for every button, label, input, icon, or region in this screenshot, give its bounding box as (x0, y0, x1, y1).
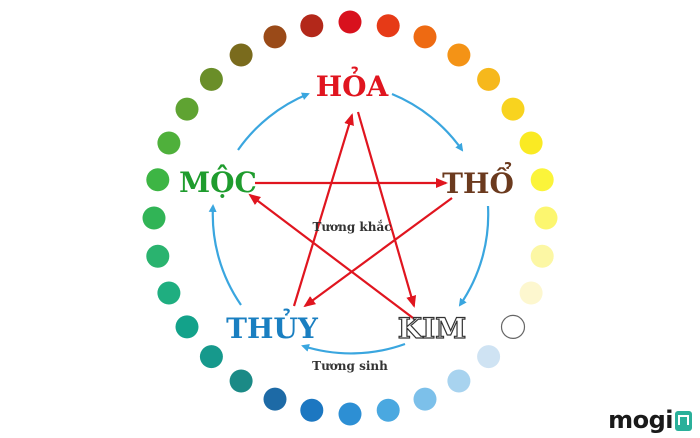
arrow-metal-to-water (301, 342, 406, 355)
ring-dot (530, 244, 554, 268)
ring-dot (146, 168, 170, 192)
arrow-metal-to-wood (248, 193, 414, 319)
arrow-wood-to-fire (237, 92, 310, 151)
ring-dot (157, 281, 181, 305)
element-metal-label: KIM (398, 312, 466, 345)
ring-dot (376, 14, 400, 38)
ring-dot (376, 398, 400, 422)
ring-dot (199, 345, 223, 369)
overcoming-cycle-arrows (248, 111, 453, 319)
ring-dot (263, 25, 287, 49)
ring-dot (534, 206, 558, 230)
ring-dot (199, 67, 223, 91)
element-water-label: THỦY (226, 308, 319, 345)
mogi-logo-text: mogi (608, 406, 673, 434)
ring-dot (519, 131, 543, 155)
arrow-earth-to-metal (458, 205, 490, 307)
ring-dot (142, 206, 166, 230)
ring-dot (501, 97, 525, 121)
mogi-logo-icon (675, 411, 692, 431)
ring-dot (477, 345, 501, 369)
element-earth-label: THỔ (442, 161, 514, 200)
ring-dot (263, 387, 287, 411)
ring-dot (175, 97, 199, 121)
arrow-water-to-wood (208, 204, 242, 306)
ring-dot (447, 369, 471, 393)
ring-dot (229, 369, 253, 393)
ring-dot (530, 168, 554, 192)
ring-dot (229, 43, 253, 67)
arrow-fire-to-earth (391, 92, 464, 152)
color-dot-ring (142, 10, 558, 426)
generating-cycle-arrows (208, 92, 490, 355)
generating-label: Tương sinh (312, 359, 388, 373)
ring-dot (519, 281, 543, 305)
ring-dot (477, 67, 501, 91)
ring-dot (413, 25, 437, 49)
ring-dot (146, 244, 170, 268)
ring-dot (338, 10, 362, 34)
ring-dot (175, 315, 199, 339)
overcoming-label: Tương khắc (312, 219, 391, 234)
arrow-earth-to-water (303, 197, 453, 308)
mogi-logo: mogi (608, 406, 692, 434)
arrow-fire-to-metal (356, 111, 417, 308)
ring-dot (500, 314, 526, 339)
element-wood-label: MỘC (179, 164, 257, 199)
ring-dot (300, 398, 324, 422)
element-fire-label: HỎA (316, 66, 390, 103)
ring-dot (338, 402, 362, 426)
ring-dot (413, 387, 437, 411)
ring-dot (157, 131, 181, 155)
arrow-water-to-fire (292, 113, 354, 307)
ring-dot (447, 43, 471, 67)
ring-dot (300, 14, 324, 38)
